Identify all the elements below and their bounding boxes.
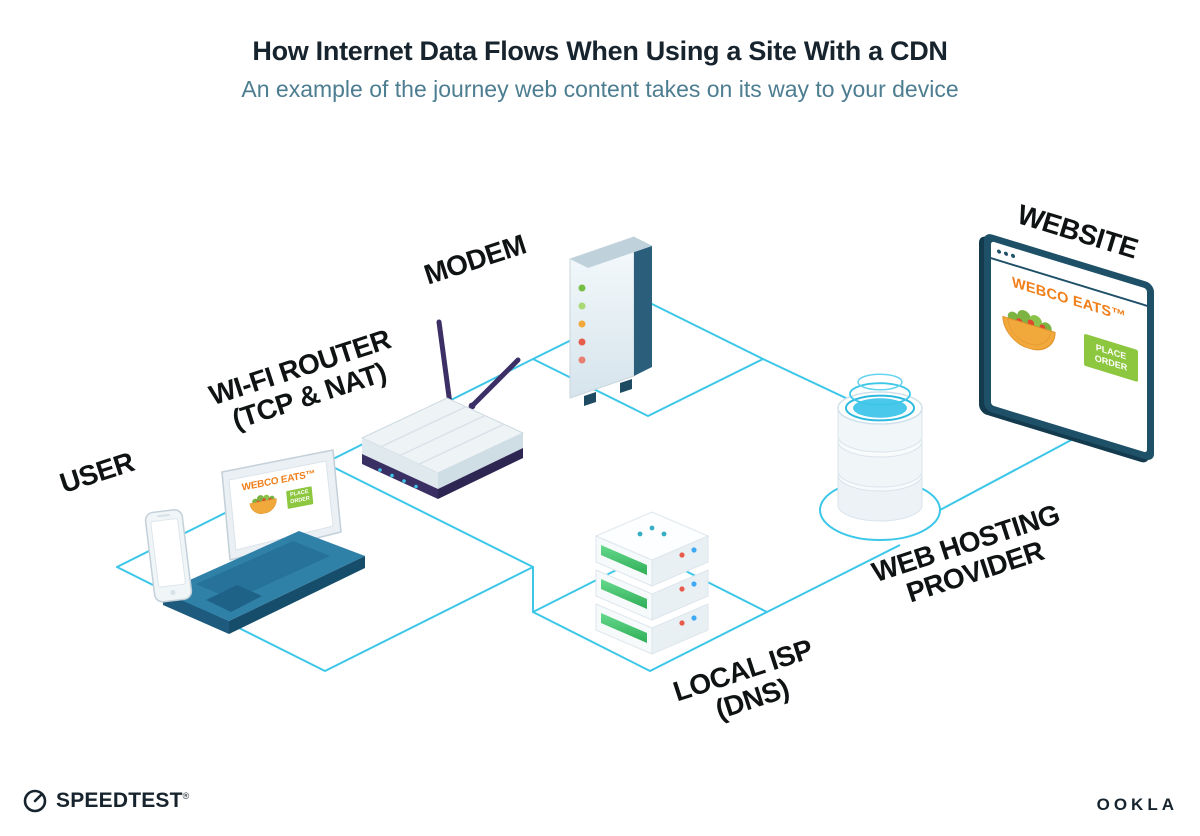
router-antenna-left <box>436 319 453 407</box>
registered-mark: ® <box>182 791 190 801</box>
modem-illustration <box>569 236 652 406</box>
laptop-right-edge <box>229 556 365 634</box>
router-front-right <box>438 433 523 489</box>
database-illustration <box>837 373 923 522</box>
laptop-keyboard <box>196 541 330 600</box>
router-base-right <box>438 448 523 499</box>
laptop-illustration <box>163 449 365 634</box>
isp-server-illustration <box>594 511 710 655</box>
ripple-ring-1 <box>849 382 911 406</box>
speedtest-gauge-icon <box>23 789 47 813</box>
phone-illustration <box>144 509 193 603</box>
server-top-dots <box>637 525 667 537</box>
place-order-button: PLACE ORDER <box>1084 333 1138 383</box>
ookla-wordmark: OOKLA <box>1096 795 1178 814</box>
laptop-screen <box>228 460 334 551</box>
modem-foot-left <box>584 392 596 406</box>
modem-foot-right <box>620 379 632 393</box>
modem-led-lights <box>578 284 586 364</box>
speedtest-logo: SPEEDTEST® <box>22 788 190 814</box>
router-antenna-right <box>469 357 521 409</box>
laptop-trackpad <box>206 585 262 612</box>
router-illustration <box>360 319 525 499</box>
mini-taco-icon <box>249 494 277 515</box>
window-dot-icon <box>1011 253 1015 259</box>
router-base-left <box>362 454 438 499</box>
browser-content: WEBCO EATS™ PLACE ORDER <box>991 259 1147 453</box>
mini-place-order-button: PLACE ORDER <box>286 486 314 509</box>
modem-top <box>570 237 652 268</box>
router-led-lights <box>378 468 418 489</box>
server-top-face <box>594 511 710 561</box>
window-dot-icon <box>1004 251 1008 257</box>
page-subtitle: An example of the journey web content ta… <box>241 76 959 102</box>
taco-icon <box>1002 310 1056 351</box>
window-dot-icon <box>997 248 1001 255</box>
laptop-front-edge <box>163 592 229 634</box>
isp-to-hosting-line <box>766 544 901 613</box>
speedtest-wordmark: SPEEDTEST® <box>56 789 190 812</box>
hosting-to-website-line <box>939 437 1076 511</box>
ripple-ring-2 <box>857 373 903 391</box>
router-front-left <box>362 438 438 489</box>
website-browser-window: WEBCO EATS™ PLACE ORDER <box>984 232 1154 462</box>
modem-side <box>634 237 652 376</box>
page-title: How Internet Data Flows When Using a Sit… <box>252 36 948 66</box>
database-water <box>853 398 907 418</box>
laptop-mini-screen: WEBCO EATS™ PLACE ORDER <box>229 461 333 549</box>
